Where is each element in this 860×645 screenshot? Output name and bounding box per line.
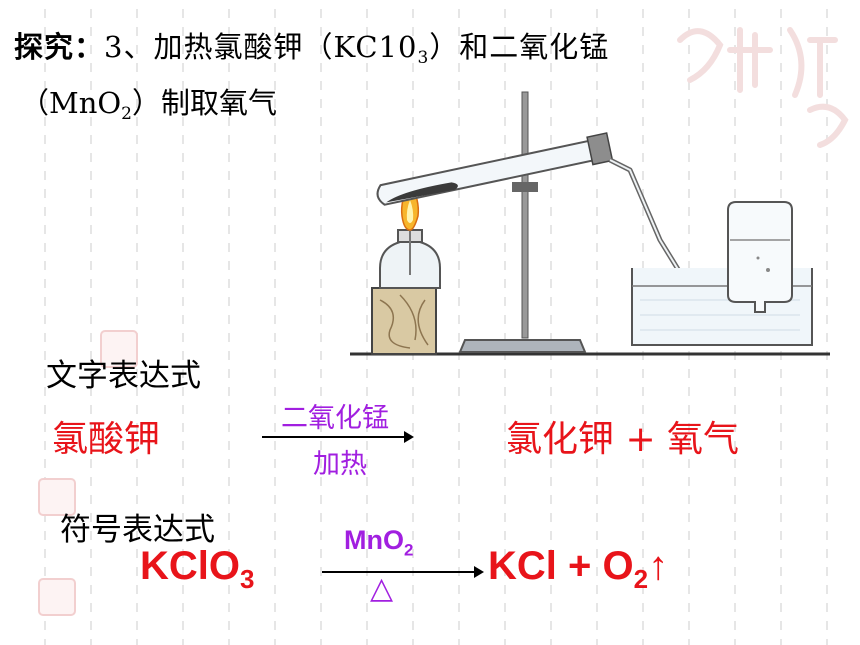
apparatus-illustration	[350, 91, 830, 356]
word-condition-heat: 加热	[313, 449, 367, 480]
symbol-products: KCl + O2↑	[488, 544, 669, 594]
decorative-watermark	[677, 27, 849, 148]
page-title: 探究：3、加热氯酸钾（KC103）和二氧化锰	[14, 30, 610, 68]
decorative-seal	[38, 578, 76, 616]
word-equation-heading: 文字表达式	[46, 358, 201, 394]
symbol-catalyst: MnO2	[344, 525, 414, 560]
decorative-seal	[38, 478, 76, 516]
symbol-reaction-arrow	[322, 566, 484, 578]
symbol-equation-heading: 符号表达式	[60, 512, 215, 548]
word-reaction-arrow	[262, 431, 414, 443]
word-reactant: 氯酸钾	[52, 419, 161, 460]
word-condition-catalyst: 二氧化锰	[281, 403, 389, 434]
page-title-line2: （MnO2）制取氧气	[20, 86, 277, 124]
decorative-seal	[100, 330, 138, 368]
symbol-reactant: KClO3	[140, 544, 255, 594]
word-products: 氯化钾 + 氧气	[506, 419, 740, 460]
heat-triangle-icon: △	[370, 571, 394, 606]
